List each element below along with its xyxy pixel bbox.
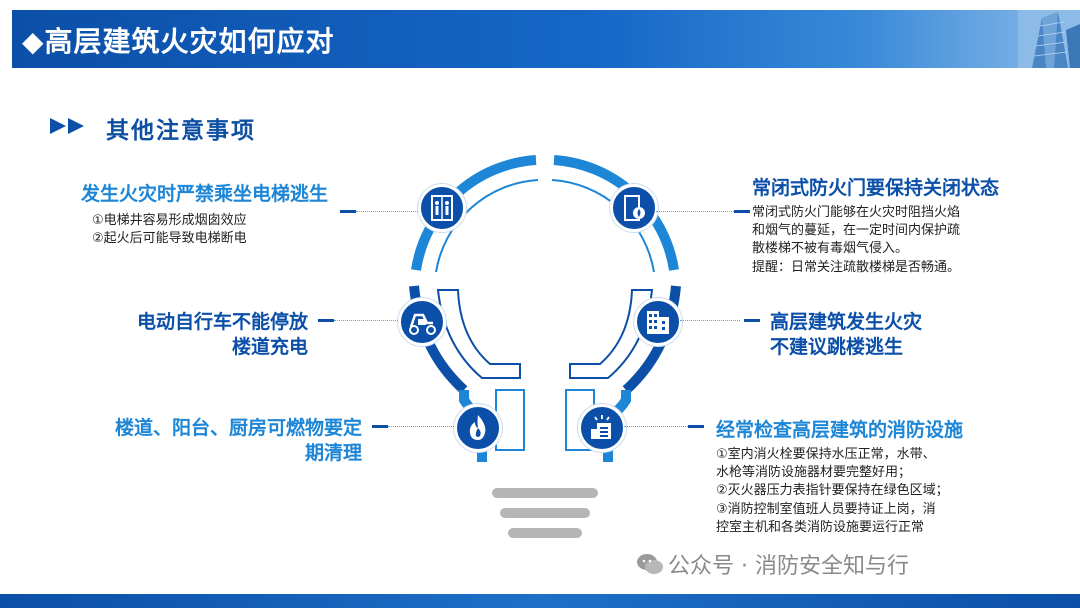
connector-line (624, 426, 688, 427)
double-arrow-icon (50, 118, 84, 134)
wechat-icon (637, 554, 663, 574)
body-line: 散楼梯不被有毒烟气侵入。 (752, 241, 909, 257)
right-body-facilities: ①室内消火栓要保持水压正常，水带、 水枪等消防设施器材要完整好用； ②灭火器压力… (716, 446, 949, 537)
left-heading-combustibles: 楼道、阳台、厨房可燃物要定 期清理 (115, 416, 362, 465)
connector-dash (318, 319, 334, 322)
connector-line (334, 320, 398, 321)
heading-line: 期清理 (304, 441, 362, 464)
heading-line: 楼道、阳台、厨房可燃物要定 (114, 417, 362, 439)
watermark-text: 公众号 · 消防安全知与行 (668, 554, 909, 579)
header-bar (12, 10, 1080, 68)
right-heading-facilities: 经常检查高层建筑的消防设施 (716, 419, 964, 441)
connector-dash (372, 425, 388, 428)
flame-icon (454, 404, 502, 452)
elevator-icon (418, 184, 466, 232)
body-line: 控室主机和各类消防设施要运行正常 (716, 519, 925, 535)
section-subtitle: 其他注意事项 (106, 118, 256, 144)
fire-facility-icon (578, 404, 626, 452)
connector-line (680, 320, 740, 321)
connector-dash (744, 319, 760, 322)
body-line: 水枪等消防设施器材要完整好用； (716, 465, 912, 481)
body-line: 和烟气的蔓延，在一定时间内保护疏 (752, 223, 961, 239)
building-icon (634, 298, 682, 346)
left-heading-scooter: 电动自行车不能停放 楼道充电 (137, 310, 308, 359)
connector-dash (734, 210, 750, 213)
heading-line: 楼道充电 (231, 335, 308, 358)
body-line: ①电梯井容易形成烟囱效应 (92, 213, 247, 228)
heading-line: 不建议跳楼逃生 (770, 335, 904, 358)
left-body-elevator: ①电梯井容易形成烟囱效应 ②起火后可能导致电梯断电 (92, 212, 247, 248)
body-line: ②起火后可能导致电梯断电 (92, 231, 247, 247)
right-heading-fire-door: 常闭式防火门要保持关闭状态 (752, 177, 1000, 199)
heading-line: 高层建筑发生火灾 (770, 311, 923, 333)
body-line: ①室内消火栓要保持水压正常，水带、 (716, 447, 936, 462)
connector-line (388, 426, 454, 427)
body-line: 提醒：日常关注疏散楼梯是否畅通。 (752, 259, 961, 275)
right-body-fire-door: 常闭式防火门能够在火灾时阻挡火焰 和烟气的蔓延，在一定时间内保护疏 散楼梯不被有… (752, 204, 960, 277)
heading-line: 电动自行车不能停放 (136, 311, 308, 333)
body-line: ③消防控制室值班人员要持证上岗，消 (716, 501, 936, 517)
page-title: ◆高层建筑火灾如何应对 (22, 25, 335, 58)
footer-bar (0, 594, 1080, 608)
scooter-icon (398, 298, 446, 346)
connector-dash (688, 425, 704, 428)
body-line: ②灭火器压力表指针要保持在绿色区域； (716, 483, 949, 499)
fire-door-icon (610, 184, 658, 232)
connector-line (656, 211, 734, 212)
right-heading-no-jump: 高层建筑发生火灾 不建议跳楼逃生 (770, 310, 922, 359)
body-line: 常闭式防火门能够在火灾时阻挡火焰 (752, 205, 961, 220)
header-building-image (1018, 10, 1080, 68)
connector-dash (340, 210, 356, 213)
left-heading-elevator: 发生火灾时严禁乘坐电梯逃生 (80, 183, 328, 205)
connector-line (356, 211, 418, 212)
